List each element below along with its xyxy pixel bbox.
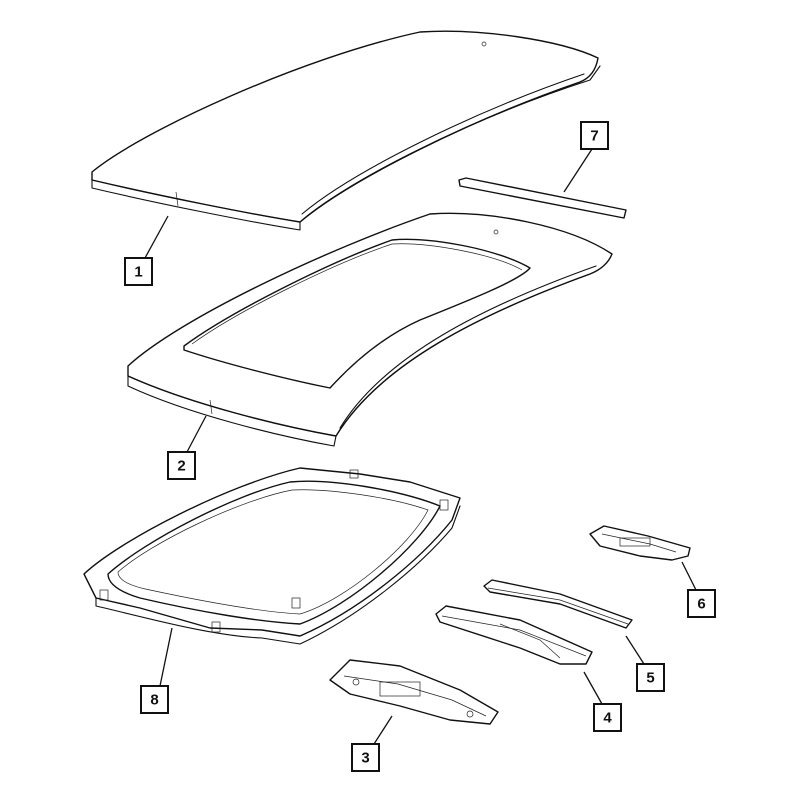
- callout-4[interactable]: 4: [593, 703, 622, 732]
- part-roof-bow-lower[interactable]: [435, 605, 593, 665]
- leader-2: [186, 415, 207, 453]
- callout-2[interactable]: 2: [167, 451, 196, 480]
- leader-8: [159, 627, 173, 687]
- part-front-header-panel[interactable]: [329, 659, 499, 725]
- callout-4-label: 4: [603, 710, 612, 727]
- callout-5-label: 5: [646, 670, 654, 687]
- leader-3: [373, 715, 393, 745]
- callout-7[interactable]: 7: [580, 121, 609, 150]
- callout-6-label: 6: [697, 596, 705, 613]
- callout-1[interactable]: 1: [124, 257, 153, 286]
- part-sunroof-frame[interactable]: [83, 467, 461, 645]
- leader-6: [681, 561, 697, 591]
- part-seal-strip[interactable]: [458, 177, 627, 219]
- callout-1-label: 1: [134, 264, 142, 281]
- leader-1: [144, 215, 169, 259]
- leader-lines: [144, 148, 697, 745]
- callout-5[interactable]: 5: [636, 663, 665, 692]
- leader-7: [563, 148, 593, 193]
- part-rear-bracket[interactable]: [589, 525, 691, 561]
- leader-5: [625, 635, 645, 665]
- callout-7-label: 7: [590, 128, 598, 145]
- part-roof-panel[interactable]: [91, 30, 601, 231]
- callout-8[interactable]: 8: [140, 685, 169, 714]
- callout-3[interactable]: 3: [351, 743, 380, 772]
- callout-2-label: 2: [177, 458, 185, 475]
- leader-4: [583, 671, 603, 705]
- callout-8-label: 8: [150, 692, 158, 709]
- part-sunroof-roof-panel[interactable]: [127, 212, 613, 447]
- callout-3-label: 3: [361, 750, 369, 767]
- callout-6[interactable]: 6: [687, 589, 716, 618]
- part-roof-bow-upper[interactable]: [483, 579, 633, 629]
